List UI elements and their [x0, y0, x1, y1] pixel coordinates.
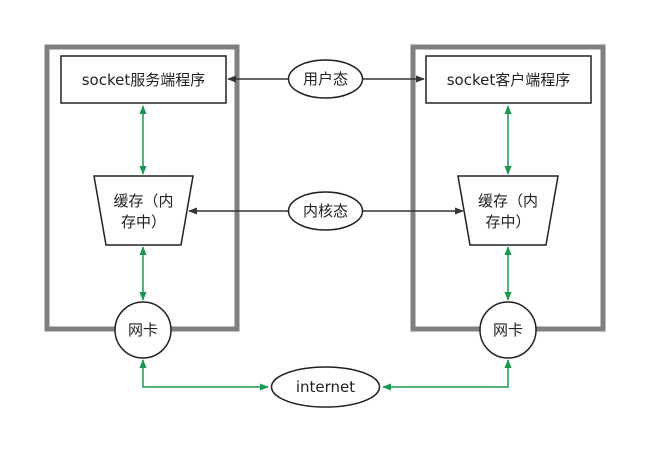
- user-mode-label: 用户态: [303, 70, 348, 88]
- client-nic-circle: [479, 301, 537, 359]
- kernel-mode-label: 内核态: [303, 202, 348, 220]
- server-nic-circle: [114, 301, 172, 359]
- server-buffer-shape: [93, 175, 194, 246]
- client-program-label: socket客户端程序: [447, 71, 571, 89]
- server-nic-label: 网卡: [128, 321, 158, 339]
- server-internet-arrow: [139, 359, 269, 391]
- server-program-label: socket服务端程序: [82, 71, 206, 89]
- client-nic-label: 网卡: [493, 321, 523, 339]
- kernel-mode-ellipse: [287, 191, 364, 231]
- server-buffer-line1: 缓存（内: [113, 192, 173, 210]
- user-mode-ellipse: [287, 59, 364, 99]
- internet-ellipse: [270, 366, 381, 408]
- server-buffer-line2: 存中）: [121, 213, 166, 231]
- client-internet-arrow: [382, 359, 512, 391]
- client-buffer-line2: 存中）: [485, 213, 530, 231]
- client-program-box: [425, 55, 592, 104]
- internet-label: internet: [296, 378, 355, 396]
- client-buffer-shape: [457, 175, 559, 246]
- client-buffer-line1: 缓存（内: [478, 192, 538, 210]
- server-program-box: [60, 55, 227, 104]
